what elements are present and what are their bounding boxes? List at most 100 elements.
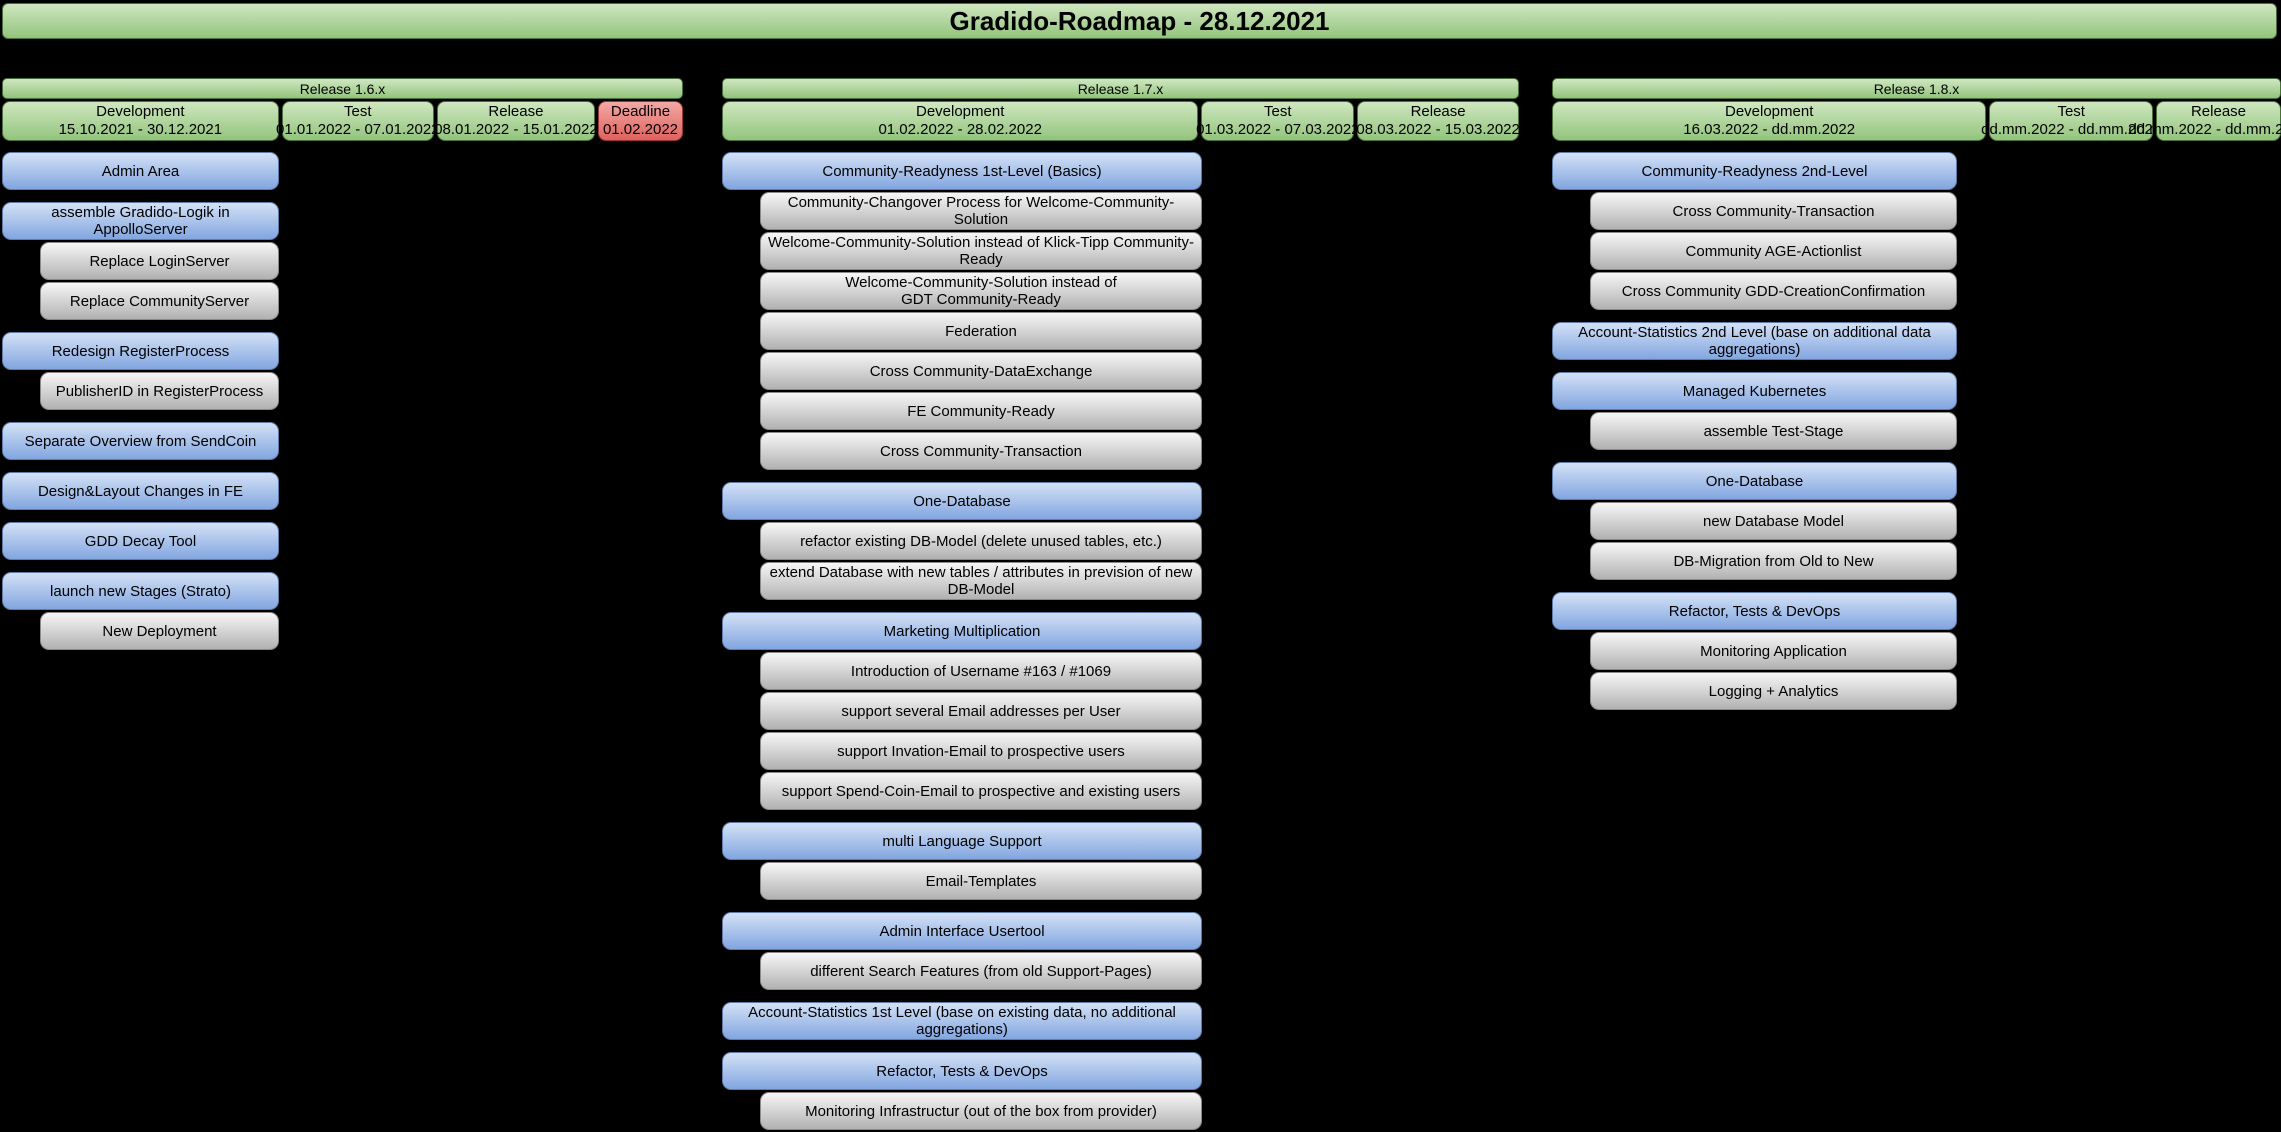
task-item-label: Welcome-Community-Solution instead of Kl…: [768, 234, 1194, 268]
task-item-parent: Managed Kubernetes: [1552, 372, 1957, 410]
task-item-label: Refactor, Tests & DevOps: [876, 1062, 1048, 1080]
phase-dates: 01.03.2022 - 07.03.2022: [1196, 121, 1360, 138]
task-item-label: Managed Kubernetes: [1682, 382, 1827, 400]
task-item-label: refactor existing DB-Model (delete unuse…: [800, 532, 1162, 550]
task-item-label: Admin Interface Usertool: [879, 922, 1045, 940]
phase-dates: 15.10.2021 - 30.12.2021: [58, 121, 223, 138]
task-item-label: Welcome-Community-Solution instead of GD…: [845, 274, 1117, 308]
task-item-label: Replace CommunityServer: [69, 292, 250, 310]
phase-row: Development 15.10.2021 - 30.12.2021 Test…: [2, 101, 683, 141]
task-item-child: extend Database with new tables / attrib…: [760, 562, 1202, 600]
task-item-child: Replace CommunityServer: [40, 282, 279, 320]
release-label: Release 1.7.x: [1077, 80, 1164, 97]
phase-name: Release: [1410, 103, 1466, 120]
task-item-label: GDD Decay Tool: [84, 532, 197, 550]
phase-dates: 08.01.2022 - 15.01.2022: [434, 121, 598, 138]
task-item-parent: Design&Layout Changes in FE: [2, 472, 279, 510]
task-item-label: Logging + Analytics: [1708, 682, 1839, 700]
task-item-child: support Invation-Email to prospective us…: [760, 732, 1202, 770]
phase-dates: 01.02.2022: [602, 121, 679, 138]
task-item-label: Admin Area: [101, 162, 180, 180]
task-item-parent: Community-Readyness 1st-Level (Basics): [722, 152, 1202, 190]
phase-dates: dd.mm.2022 - dd.mm.2022: [2128, 121, 2281, 138]
task-item-label: Federation: [945, 322, 1017, 340]
task-item-child: Community AGE-Actionlist: [1590, 232, 1957, 270]
task-item-label: Refactor, Tests & DevOps: [1668, 602, 1841, 620]
task-item-label: Cross Community-Transaction: [880, 442, 1082, 460]
phase-name: Development: [915, 103, 1005, 120]
task-list: Community-Readyness 1st-Level (Basics) C…: [722, 152, 1519, 1130]
task-list: Admin Area assemble Gradido-Logik in App…: [2, 152, 683, 650]
task-item-child: Welcome-Community-Solution instead of Kl…: [760, 232, 1202, 270]
task-item-label: One-Database: [913, 492, 1011, 510]
page-title: Gradido-Roadmap - 28.12.2021: [949, 5, 1330, 36]
task-item-label: PublisherID in RegisterProcess: [55, 382, 264, 400]
task-item-label: new Database Model: [1703, 512, 1844, 530]
task-item-child: Logging + Analytics: [1590, 672, 1957, 710]
task-item-child: FE Community-Ready: [760, 392, 1202, 430]
task-item-label: extend Database with new tables / attrib…: [769, 564, 1193, 598]
task-item-label: Marketing Multiplication: [883, 622, 1041, 640]
phase-name: Release: [488, 103, 544, 120]
task-item-label: Email-Templates: [925, 872, 1037, 890]
task-item-label: Account-Statistics 2nd Level (base on ad…: [1578, 324, 1931, 358]
task-item-label: launch new Stages (Strato): [50, 582, 231, 600]
release-label: Release 1.8.x: [1873, 80, 1960, 97]
task-item-child: different Search Features (from old Supp…: [760, 952, 1202, 990]
phase-dates: 01.01.2022 - 07.01.2022: [276, 121, 440, 138]
phase-name: Development: [1724, 103, 1814, 120]
task-item-child: Cross Community-DataExchange: [760, 352, 1202, 390]
task-item-child: support several Email addresses per User: [760, 692, 1202, 730]
task-item-parent: Admin Interface Usertool: [722, 912, 1202, 950]
task-item-child: assemble Test-Stage: [1590, 412, 1957, 450]
release-header: Release 1.7.x: [722, 78, 1519, 99]
phase-box-release: Release dd.mm.2022 - dd.mm.2022: [2128, 101, 2281, 141]
task-item-label: Design&Layout Changes in FE: [37, 482, 244, 500]
task-item-label: Cross Community-Transaction: [1672, 202, 1875, 220]
phase-row: Development 01.02.2022 - 28.02.2022 Test…: [722, 101, 1520, 141]
task-item-label: DB-Migration from Old to New: [1673, 552, 1874, 570]
task-item-child: Federation: [760, 312, 1202, 350]
task-item-child: Welcome-Community-Solution instead of GD…: [760, 272, 1202, 310]
phase-box-development: Development 16.03.2022 - dd.mm.2022: [1552, 101, 1987, 141]
phase-row: Development 16.03.2022 - dd.mm.2022 Test…: [1552, 101, 2281, 141]
phase-name: Test: [2057, 103, 2085, 120]
task-item-parent: Redesign RegisterProcess: [2, 332, 279, 370]
task-item-label: assemble Gradido-Logik in AppolloServer: [51, 204, 230, 238]
task-item-parent: One-Database: [722, 482, 1202, 520]
task-item-child: DB-Migration from Old to New: [1590, 542, 1957, 580]
roadmap-title-bar: Gradido-Roadmap - 28.12.2021: [2, 3, 2277, 39]
task-item-child: Cross Community-Transaction: [1590, 192, 1957, 230]
release-header: Release 1.6.x: [2, 78, 683, 99]
task-item-parent: Account-Statistics 2nd Level (base on ad…: [1552, 322, 1957, 360]
phase-name: Test: [1264, 103, 1292, 120]
phase-box-release: Release 08.01.2022 - 15.01.2022: [434, 101, 598, 141]
task-item-parent: GDD Decay Tool: [2, 522, 279, 560]
task-item-label: support Invation-Email to prospective us…: [837, 742, 1125, 760]
phase-dates: dd.mm.2022 - dd.mm.2022: [1981, 121, 2162, 138]
phase-name: Deadline: [610, 103, 671, 120]
task-item-parent: multi Language Support: [722, 822, 1202, 860]
task-item-label: One-Database: [1705, 472, 1804, 490]
task-item-parent: launch new Stages (Strato): [2, 572, 279, 610]
phase-box-test: Test dd.mm.2022 - dd.mm.2022: [1981, 101, 2161, 141]
task-item-label: multi Language Support: [882, 832, 1042, 850]
task-item-child: Cross Community-Transaction: [760, 432, 1202, 470]
task-item-label: Community-Changover Process for Welcome-…: [787, 194, 1175, 228]
task-item-child: new Database Model: [1590, 502, 1957, 540]
task-item-label: FE Community-Ready: [907, 402, 1055, 420]
task-item-label: Community-Readyness 2nd-Level: [1641, 162, 1868, 180]
task-item-child: New Deployment: [40, 612, 279, 650]
phase-dates: 08.03.2022 - 15.03.2022: [1356, 121, 1520, 138]
task-item-label: Monitoring Infrastructur (out of the box…: [805, 1102, 1157, 1120]
phase-name: Development: [96, 103, 185, 120]
task-item-child: Monitoring Infrastructur (out of the box…: [760, 1092, 1202, 1130]
phase-box-release: Release 08.03.2022 - 15.03.2022: [1356, 101, 1520, 141]
task-item-label: Community-Readyness 1st-Level (Basics): [822, 162, 1102, 180]
phase-dates: 01.02.2022 - 28.02.2022: [878, 121, 1042, 138]
release-column-3: Release 1.8.x Development 16.03.2022 - d…: [1552, 78, 2281, 710]
task-item-parent: Separate Overview from SendCoin: [2, 422, 279, 460]
phase-box-deadline: Deadline 01.02.2022: [598, 101, 683, 141]
phase-dates: 16.03.2022 - dd.mm.2022: [1683, 121, 1856, 138]
task-item-child: Cross Community GDD-CreationConfirmation: [1590, 272, 1957, 310]
